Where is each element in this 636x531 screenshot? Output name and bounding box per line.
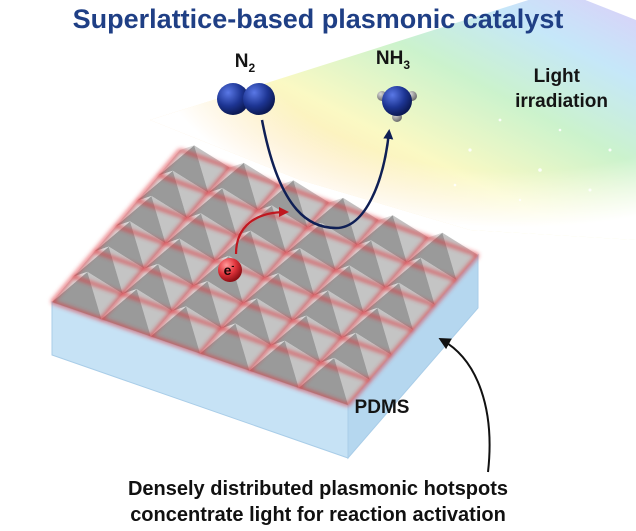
pyramid-face bbox=[144, 238, 194, 286]
pyramid-face bbox=[186, 188, 237, 236]
pyramid-face bbox=[270, 315, 307, 346]
pyramid-face bbox=[165, 213, 215, 261]
pyramid-face bbox=[264, 248, 314, 296]
substrate-label: PDMS bbox=[355, 397, 410, 418]
hotspot-line bbox=[158, 173, 457, 282]
caption-line1: Densely distributed plasmonic hotspots bbox=[128, 478, 508, 500]
electron-label: e- bbox=[224, 261, 235, 278]
pyramid-face bbox=[186, 188, 223, 219]
pyramid-face bbox=[94, 221, 145, 269]
nh3-molecule bbox=[377, 86, 417, 122]
pyramid-face bbox=[101, 289, 151, 337]
pyramid-face bbox=[215, 230, 265, 278]
pyramid-face bbox=[122, 263, 159, 294]
pyramid-face bbox=[208, 162, 258, 211]
pyramid-face bbox=[249, 340, 285, 371]
plasmonic-hotspot-grid bbox=[50, 148, 480, 407]
pyramid-face bbox=[73, 246, 123, 294]
pyramid-face bbox=[286, 222, 322, 253]
light-label-line1: Light bbox=[534, 66, 581, 87]
product-label: NH3 bbox=[376, 48, 410, 72]
pyramid-face bbox=[158, 145, 209, 193]
pyramid-face bbox=[221, 298, 257, 329]
n2-molecule bbox=[217, 83, 275, 115]
hotspot-pointer-arrow bbox=[438, 338, 491, 473]
pyramid-face bbox=[257, 180, 294, 211]
pyramid-face bbox=[257, 180, 308, 228]
pyramid-face bbox=[150, 306, 187, 337]
reaction-arrow bbox=[260, 119, 394, 230]
pyramid-face bbox=[52, 271, 102, 320]
pyramid-face bbox=[215, 230, 251, 261]
pyramid-face bbox=[137, 170, 187, 219]
light-sparkles bbox=[453, 118, 612, 202]
hotspot-line bbox=[346, 254, 480, 406]
light-label-line2: irradiation bbox=[515, 91, 608, 112]
pyramid-face bbox=[307, 197, 358, 246]
pyramid-face bbox=[292, 290, 328, 321]
figure-title: Superlattice-based plasmonic catalyst bbox=[73, 4, 564, 34]
pyramid-face bbox=[236, 205, 286, 253]
pyramid-face bbox=[116, 196, 166, 244]
hotspot-line bbox=[179, 148, 479, 257]
electron-transfer-arrow bbox=[234, 207, 289, 255]
pyramid-face bbox=[122, 263, 173, 312]
pyramid-face bbox=[243, 273, 279, 304]
pyramid-face bbox=[314, 265, 350, 296]
pyramid-face bbox=[286, 222, 336, 271]
pyramid-face bbox=[320, 332, 356, 363]
pyramid-face bbox=[357, 215, 407, 263]
electron-icon bbox=[218, 258, 242, 282]
pyramid-face bbox=[341, 307, 378, 338]
caption-line2: concentrate light for reaction activatio… bbox=[130, 504, 506, 526]
reactant-label: N2 bbox=[235, 51, 256, 75]
